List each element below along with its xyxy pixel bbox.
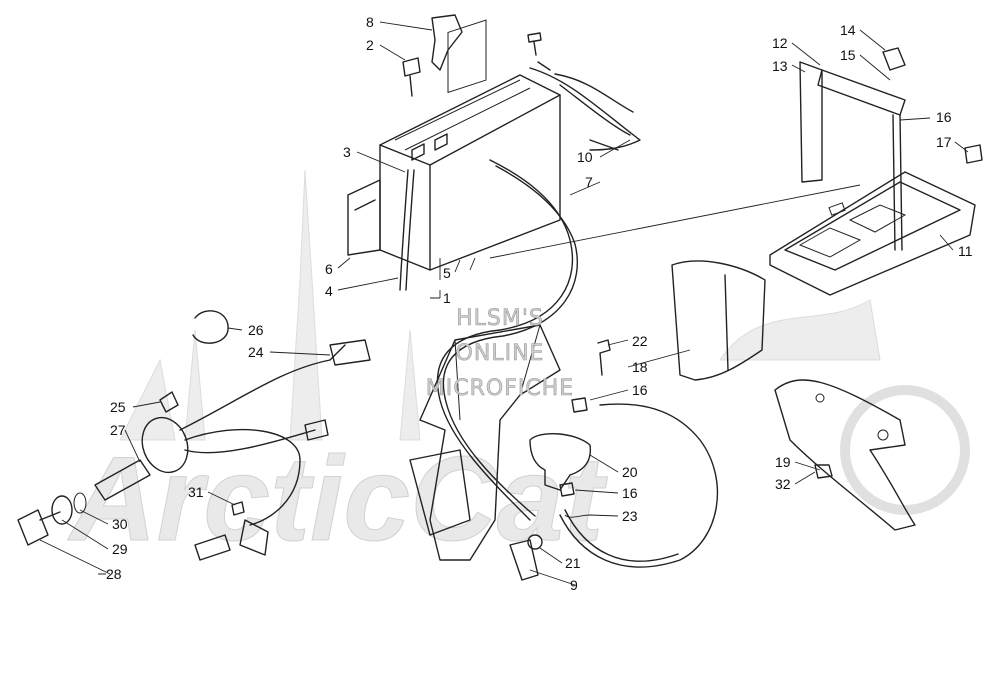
terminal-nut bbox=[527, 534, 543, 550]
callout-31: 31 bbox=[188, 484, 204, 500]
wiring-harness bbox=[179, 344, 346, 526]
tray-bracket bbox=[799, 61, 823, 183]
solenoid-bolt bbox=[597, 339, 611, 376]
callout-8: 8 bbox=[366, 14, 374, 30]
negative-cable bbox=[529, 61, 641, 151]
harness-clamp bbox=[192, 310, 229, 344]
hold-down-rod bbox=[892, 114, 903, 251]
callout-20: 20 bbox=[622, 464, 638, 480]
callout-3: 3 bbox=[343, 144, 351, 160]
callout-labels: 8 2 3 6 4 5 1 10 7 12 13 14 15 16 17 11 … bbox=[106, 14, 973, 593]
callout-5: 5 bbox=[443, 265, 451, 281]
callout-22: 22 bbox=[632, 333, 648, 349]
bracket-nut bbox=[814, 464, 833, 479]
hold-down-strap bbox=[817, 69, 906, 116]
callout-12: 12 bbox=[772, 35, 788, 51]
callout-16-tray: 16 bbox=[936, 109, 952, 125]
callout-11: 11 bbox=[958, 243, 973, 259]
brand-watermark: ArcticCat bbox=[67, 432, 609, 566]
callout-19: 19 bbox=[775, 454, 791, 470]
lock-washer bbox=[73, 492, 87, 514]
watermark-line-1: HLSM'S bbox=[456, 306, 544, 331]
callout-10: 10 bbox=[577, 149, 593, 165]
callout-28: 28 bbox=[106, 566, 122, 582]
harness-connector bbox=[159, 391, 179, 413]
callout-15: 15 bbox=[840, 47, 856, 63]
battery-bolt bbox=[527, 32, 542, 56]
battery-bracket bbox=[347, 179, 381, 256]
callout-1: 1 bbox=[443, 290, 451, 306]
connector-screw bbox=[231, 501, 245, 516]
callout-13: 13 bbox=[772, 58, 788, 74]
callout-18: 18 bbox=[632, 359, 648, 375]
switch-nut bbox=[51, 495, 73, 525]
callout-9: 9 bbox=[570, 577, 578, 593]
callout-4: 4 bbox=[325, 283, 333, 299]
callout-23: 23 bbox=[622, 508, 638, 524]
callout-17: 17 bbox=[936, 134, 952, 150]
tray-screw bbox=[964, 144, 983, 164]
callout-dashes bbox=[98, 297, 440, 575]
ignition-switch bbox=[94, 416, 189, 501]
callout-32: 32 bbox=[775, 476, 791, 492]
callout-2: 2 bbox=[366, 37, 374, 53]
callout-29: 29 bbox=[112, 541, 128, 557]
ignition-key bbox=[17, 509, 61, 546]
cable-nut-lower bbox=[559, 482, 575, 497]
terminal-bolt bbox=[402, 57, 421, 97]
callout-16-upper: 16 bbox=[632, 382, 648, 398]
callout-7: 7 bbox=[585, 174, 593, 190]
callout-6: 6 bbox=[325, 261, 333, 277]
callout-27: 27 bbox=[110, 422, 126, 438]
heat-shield bbox=[671, 260, 766, 381]
callout-25: 25 bbox=[110, 399, 126, 415]
solenoid-cable bbox=[559, 403, 719, 568]
terminal-boot bbox=[509, 539, 539, 581]
cable-nut-upper bbox=[571, 397, 588, 413]
callout-14: 14 bbox=[840, 22, 856, 38]
callout-leaders bbox=[39, 21, 969, 586]
callout-16-lower: 16 bbox=[622, 485, 638, 501]
callout-30: 30 bbox=[112, 516, 128, 532]
watermark-text: HLSM'S ONLINE MICROFICHE bbox=[426, 306, 574, 402]
wheel-watermark bbox=[840, 385, 970, 515]
skyline-silhouette bbox=[119, 169, 881, 441]
vent-tube bbox=[399, 169, 415, 291]
callout-26: 26 bbox=[248, 322, 264, 338]
callout-24: 24 bbox=[248, 344, 264, 360]
watermark-background: ArcticCat bbox=[67, 169, 970, 567]
callout-21: 21 bbox=[565, 555, 581, 571]
battery-tray bbox=[769, 171, 976, 296]
wing-nut bbox=[882, 47, 906, 71]
watermark-line-2: ONLINE bbox=[456, 341, 545, 366]
battery bbox=[379, 19, 561, 271]
watermark-line-3: MICROFICHE bbox=[426, 376, 574, 401]
mount-bracket bbox=[774, 379, 916, 531]
starter-solenoid bbox=[529, 432, 592, 491]
terminal-cover bbox=[431, 14, 463, 71]
frame-section bbox=[409, 324, 561, 561]
